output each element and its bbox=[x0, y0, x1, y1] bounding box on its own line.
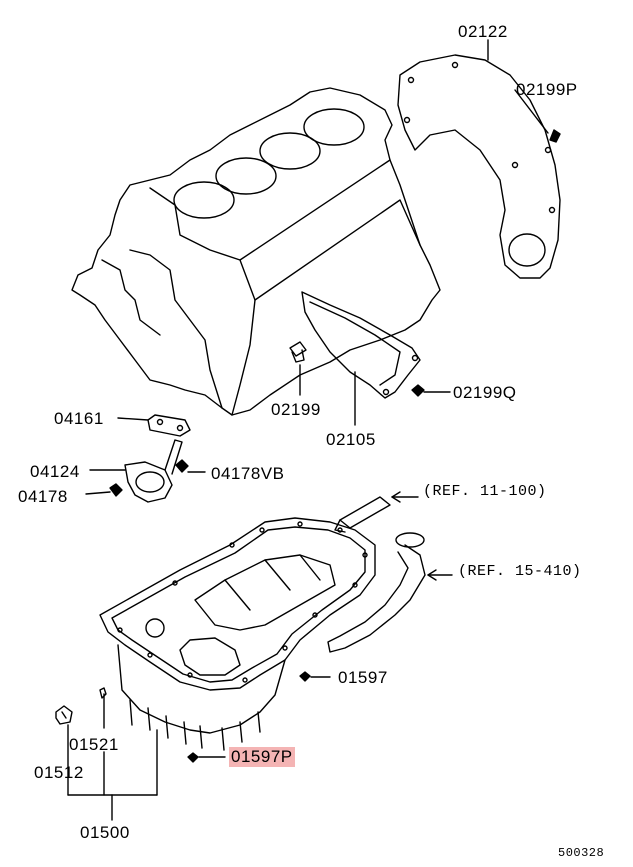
label-01597: 01597 bbox=[338, 668, 388, 687]
label-04178: 04178 bbox=[18, 487, 68, 506]
label-ref-15-410: (REF. 15-410) bbox=[458, 563, 582, 580]
label-ref-11-100: (REF. 11-100) bbox=[423, 483, 547, 500]
label-01512: 01512 bbox=[34, 763, 84, 782]
ref-11-100-part bbox=[334, 491, 419, 533]
engine-block-drawing bbox=[71, 87, 441, 416]
strainer-04124-drawing bbox=[85, 439, 206, 503]
label-02105: 02105 bbox=[326, 430, 376, 449]
ref-15-410-part bbox=[327, 532, 453, 653]
diagram-id: 500328 bbox=[558, 846, 605, 860]
plate-02122-drawing bbox=[397, 54, 561, 279]
gasket-04161-drawing bbox=[117, 414, 191, 437]
cover-02105-drawing bbox=[301, 291, 421, 399]
label-01521: 01521 bbox=[69, 735, 119, 754]
oil-pan-drawing bbox=[99, 517, 376, 751]
bolt-02199-drawing bbox=[289, 341, 307, 396]
label-02199q: 02199Q bbox=[453, 383, 517, 402]
label-04161: 04161 bbox=[54, 409, 104, 428]
label-02199: 02199 bbox=[271, 400, 321, 419]
label-01597p-highlighted[interactable]: 01597P bbox=[229, 747, 295, 767]
label-02122: 02122 bbox=[458, 22, 508, 41]
label-01500: 01500 bbox=[80, 823, 130, 842]
label-02199p: 02199P bbox=[516, 80, 578, 99]
label-04178vb: 04178VB bbox=[211, 464, 285, 483]
label-04124: 04124 bbox=[30, 462, 80, 481]
